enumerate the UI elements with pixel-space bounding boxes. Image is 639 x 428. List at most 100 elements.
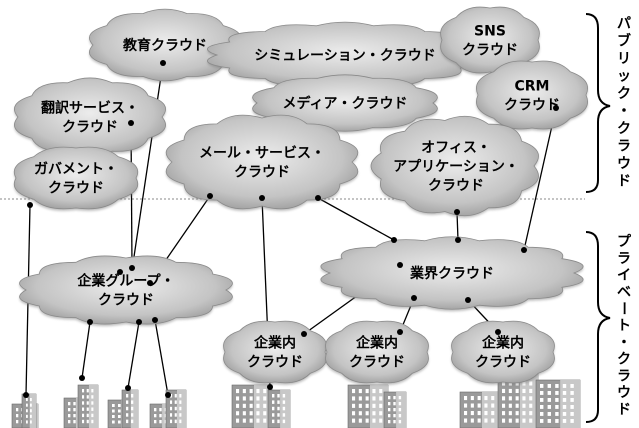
window [272, 400, 275, 404]
connection-dot [267, 384, 273, 390]
connection-dot [165, 392, 171, 398]
side-label-char: プ [617, 234, 632, 250]
connection-line [523, 107, 557, 251]
building-5b [267, 389, 291, 428]
window [91, 419, 94, 424]
window [491, 418, 495, 423]
window [68, 420, 71, 424]
window [515, 418, 519, 423]
connection-dot [129, 265, 135, 271]
cloud-government-label: ガバメント・ [34, 162, 118, 178]
window [464, 411, 468, 416]
side-label-char: ー [615, 301, 631, 315]
window [352, 396, 356, 401]
window [30, 420, 32, 424]
side-label-char: ト [617, 318, 631, 334]
connection-dot [128, 120, 134, 126]
window [263, 411, 267, 416]
window [562, 419, 567, 423]
window [379, 396, 383, 401]
window [529, 411, 533, 416]
window [570, 405, 574, 409]
window [491, 396, 495, 401]
window [393, 420, 396, 424]
window [249, 396, 253, 401]
window [372, 411, 376, 416]
window [522, 418, 526, 423]
window [82, 419, 85, 424]
window [464, 403, 468, 408]
side-label-char: ウ [617, 385, 631, 401]
window [398, 402, 402, 406]
window [256, 411, 260, 416]
window [126, 406, 129, 411]
window [30, 398, 32, 402]
cloud-in-house-3-label: クラウド [475, 355, 531, 371]
window [126, 419, 129, 424]
window [522, 403, 526, 408]
window [491, 411, 495, 416]
window [570, 391, 574, 395]
window [570, 419, 574, 423]
window [502, 396, 506, 401]
window [272, 419, 275, 424]
window [388, 414, 391, 418]
window [249, 389, 253, 394]
window [393, 402, 396, 406]
window [256, 418, 260, 423]
window [540, 412, 544, 416]
connection-dot [23, 392, 29, 398]
window [372, 418, 376, 423]
clouds-group: 教育クラウドシミュレーション・クラウドSNSクラウド翻訳サービス・クラウドメディ… [13, 6, 588, 385]
side-label-char: ラ [617, 139, 631, 155]
window [73, 414, 76, 418]
window [358, 411, 362, 416]
window [159, 420, 162, 424]
window [82, 389, 85, 393]
window [540, 405, 544, 409]
window [256, 396, 260, 401]
window [174, 413, 177, 417]
window [131, 419, 134, 424]
window [179, 413, 182, 417]
connection-dot [147, 280, 153, 286]
window [174, 406, 177, 411]
window [86, 419, 89, 424]
connection-dot [455, 237, 461, 243]
window [352, 418, 356, 423]
window [242, 411, 246, 416]
window [242, 418, 246, 423]
window [91, 389, 94, 393]
window [372, 389, 376, 394]
window [73, 420, 76, 424]
window [393, 414, 396, 418]
window [398, 414, 402, 418]
window [73, 408, 76, 412]
window [26, 409, 28, 413]
connection-line [317, 197, 395, 241]
window [277, 394, 280, 398]
window [118, 415, 121, 418]
side-label-char: リ [617, 51, 631, 67]
window [502, 418, 506, 423]
window [263, 403, 267, 408]
window [170, 406, 173, 411]
window [179, 394, 182, 398]
window [249, 411, 253, 416]
side-label-char: ・ [617, 104, 631, 120]
window [477, 396, 481, 401]
window [112, 420, 115, 424]
connection-line [81, 321, 91, 379]
window [540, 391, 544, 395]
window [131, 394, 134, 398]
window [522, 396, 526, 401]
window [256, 389, 260, 394]
window [26, 398, 28, 402]
window [131, 413, 134, 417]
cloud-industry: 業界クラウド [320, 236, 584, 312]
connection-line [154, 319, 169, 396]
